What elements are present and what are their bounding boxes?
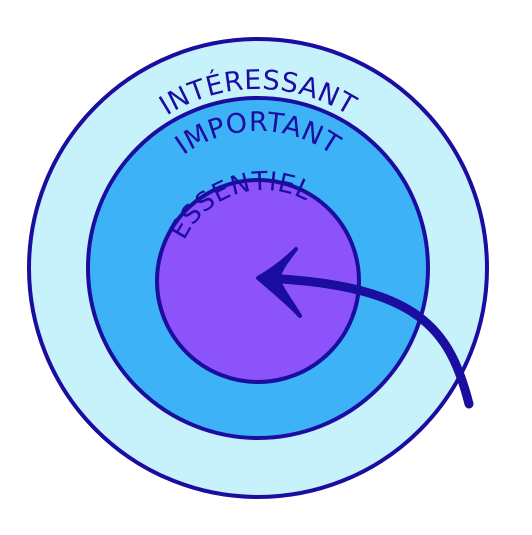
curved-arrow-icon xyxy=(256,247,474,409)
inner-circle-essentiel xyxy=(155,178,361,384)
